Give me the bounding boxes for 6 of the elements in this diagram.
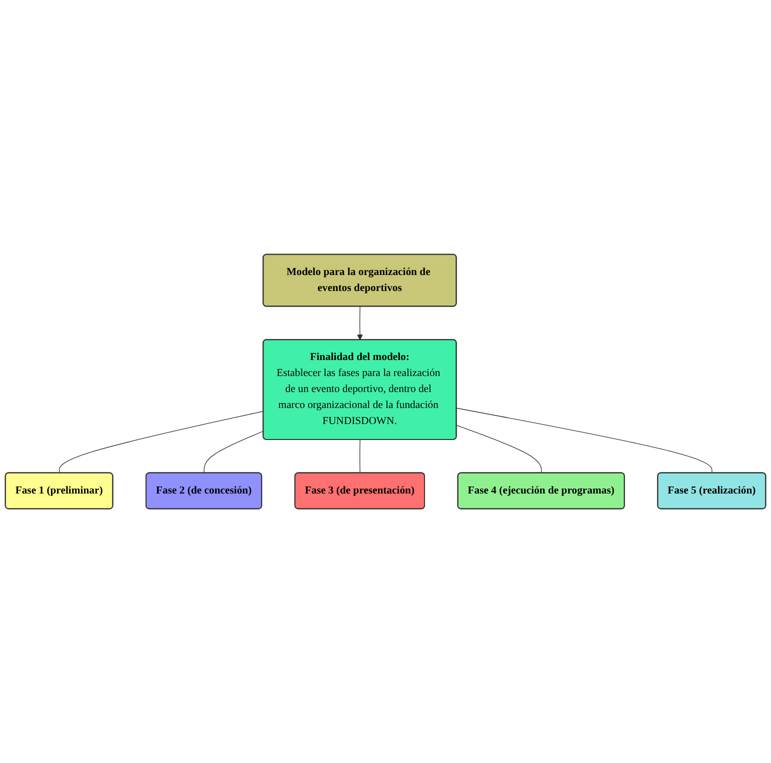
connector	[58, 410, 264, 474]
arrow	[357, 306, 363, 340]
connector	[204, 430, 264, 474]
connector	[456, 408, 712, 474]
connector	[456, 424, 542, 474]
connector	[359, 439, 360, 474]
